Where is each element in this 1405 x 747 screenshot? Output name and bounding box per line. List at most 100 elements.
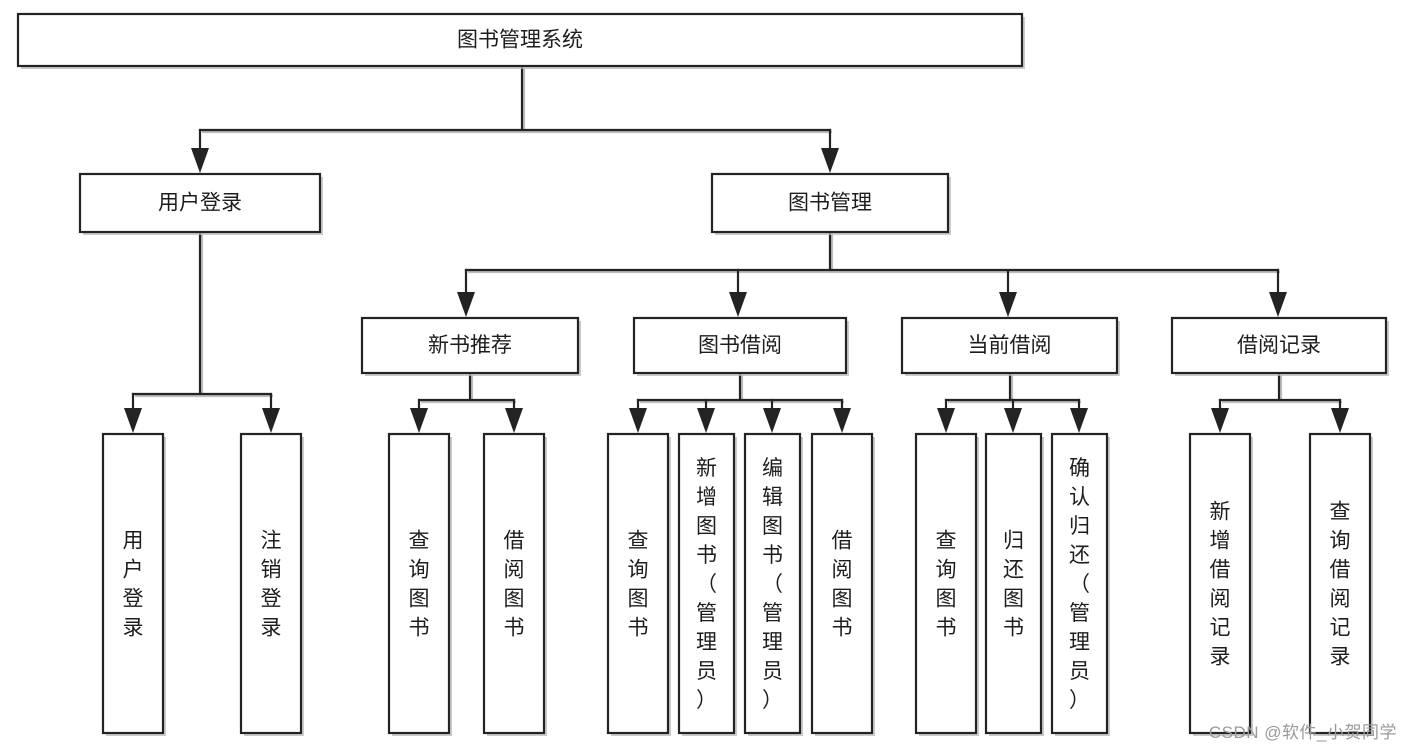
node-label: 注销登录 (261, 530, 282, 640)
node-leaf-add-book[interactable]: 新增图书（管理员） (677, 432, 737, 736)
node-label: 图书借阅 (698, 334, 782, 357)
node-box[interactable] (1188, 432, 1252, 735)
arrow-head-2 (763, 408, 781, 433)
node-label: 归还图书 (1003, 530, 1024, 640)
connector-user-login-to-leaves (124, 230, 280, 433)
node-box[interactable] (900, 316, 1119, 375)
node-leaf-query-book-1[interactable]: 查询图书 (387, 432, 452, 736)
node-box[interactable] (606, 432, 670, 735)
arrow-head-1 (729, 292, 747, 317)
node-box[interactable] (78, 172, 322, 234)
arrow-head-0 (124, 408, 142, 433)
node-box[interactable] (632, 316, 848, 375)
arrow-head-0 (457, 292, 475, 317)
connector-book-borrow-to-leaves (629, 371, 851, 433)
node-box[interactable] (743, 432, 802, 735)
node-label: 借阅记录 (1237, 334, 1321, 357)
arrow-head-0 (937, 408, 955, 433)
node-box[interactable] (810, 432, 874, 735)
node-leaf-borrow-book-2[interactable]: 借阅图书 (810, 432, 875, 736)
node-box[interactable] (387, 432, 451, 735)
node-leaf-logout-login[interactable]: 注销登录 (239, 432, 304, 736)
arrow-head-1 (697, 408, 715, 433)
node-box[interactable] (101, 432, 165, 735)
connector-shadow (1222, 375, 1342, 404)
connector-shadow (948, 375, 1081, 404)
node-leaf-add-borrow-record[interactable]: 新增借阅记录 (1188, 432, 1253, 736)
node-box[interactable] (677, 432, 736, 735)
connector-current-borrow-to-leaves (937, 371, 1088, 433)
arrow-head-0 (410, 408, 428, 433)
node-box[interactable] (1308, 432, 1372, 735)
node-box[interactable] (239, 432, 303, 735)
node-label: 查询借阅记录 (1330, 501, 1351, 669)
connector-new-book-recommend-to-leaves (410, 371, 523, 433)
node-box[interactable] (914, 432, 978, 735)
connector-line (417, 371, 516, 402)
node-label: 新书推荐 (428, 334, 512, 357)
arrow-head-3 (1269, 292, 1287, 317)
arrow-head-3 (833, 408, 851, 433)
node-box[interactable] (1170, 316, 1388, 375)
node-leaf-query-book-2[interactable]: 查询图书 (606, 432, 671, 736)
connector-shadow (468, 234, 1280, 274)
node-borrow-record[interactable]: 借阅记录 (1170, 316, 1389, 376)
node-new-book-recommend[interactable]: 新书推荐 (360, 316, 581, 376)
arrow-head-1 (1004, 408, 1022, 433)
connector-line (636, 371, 844, 402)
node-leaf-confirm-return[interactable]: 确认归还（管理员） (1050, 432, 1110, 736)
node-label: 借阅图书 (832, 530, 853, 640)
node-label: 编辑图书（管理员） (762, 457, 783, 712)
node-current-borrow[interactable]: 当前借阅 (900, 316, 1120, 376)
connector-line (1218, 371, 1342, 402)
node-label: 借阅图书 (504, 530, 525, 640)
node-box[interactable] (16, 12, 1024, 68)
node-leaf-user-login[interactable]: 用户登录 (101, 432, 166, 736)
arrow-head-1 (821, 148, 839, 173)
node-leaf-query-borrow-record[interactable]: 查询借阅记录 (1308, 432, 1373, 736)
node-label: 查询图书 (409, 530, 430, 640)
arrow-head-1 (505, 408, 523, 433)
node-box[interactable] (1050, 432, 1109, 735)
arrow-head-1 (1331, 408, 1349, 433)
connector-line (198, 64, 832, 132)
connector-line (464, 230, 1280, 272)
node-box[interactable] (482, 432, 546, 735)
node-label: 用户登录 (123, 530, 144, 640)
connectors-layer (124, 64, 1349, 433)
watermark-label: CSDN @软件_小贺同学 (1208, 723, 1397, 742)
node-book-manage[interactable]: 图书管理 (710, 172, 951, 235)
connector-shadow (640, 375, 844, 404)
node-book-borrow[interactable]: 图书借阅 (632, 316, 849, 376)
arrow-head-2 (999, 292, 1017, 317)
node-leaf-edit-book[interactable]: 编辑图书（管理员） (743, 432, 803, 736)
connector-book-manage-to-level2 (457, 230, 1287, 317)
node-leaf-return-book[interactable]: 归还图书 (984, 432, 1044, 736)
node-label: 图书管理系统 (457, 29, 583, 52)
node-user-login[interactable]: 用户登录 (78, 172, 323, 235)
node-root[interactable]: 图书管理系统 (16, 12, 1025, 69)
connector-shadow (135, 234, 273, 398)
node-box[interactable] (984, 432, 1043, 735)
connector-line (131, 230, 273, 396)
node-label: 查询图书 (628, 530, 649, 640)
node-leaf-borrow-book-1[interactable]: 借阅图书 (482, 432, 547, 736)
node-leaf-query-book-3[interactable]: 查询图书 (914, 432, 979, 736)
arrow-head-1 (262, 408, 280, 433)
node-label: 确认归还（管理员） (1069, 457, 1090, 712)
node-box[interactable] (360, 316, 580, 375)
arrow-head-0 (1211, 408, 1229, 433)
node-label: 查询图书 (936, 530, 957, 640)
node-label: 用户登录 (158, 192, 242, 215)
connector-root-to-level1 (191, 64, 839, 173)
node-label: 当前借阅 (968, 334, 1052, 357)
node-box[interactable] (710, 172, 950, 234)
connector-shadow (202, 68, 832, 134)
node-label: 图书管理 (788, 192, 872, 215)
connector-shadow (421, 375, 516, 404)
connector-borrow-record-to-leaves (1211, 371, 1349, 433)
arrow-head-0 (191, 148, 209, 173)
nodes-layer: 图书管理系统用户登录图书管理新书推荐图书借阅当前借阅借阅记录用户登录注销登录查询… (16, 12, 1389, 736)
